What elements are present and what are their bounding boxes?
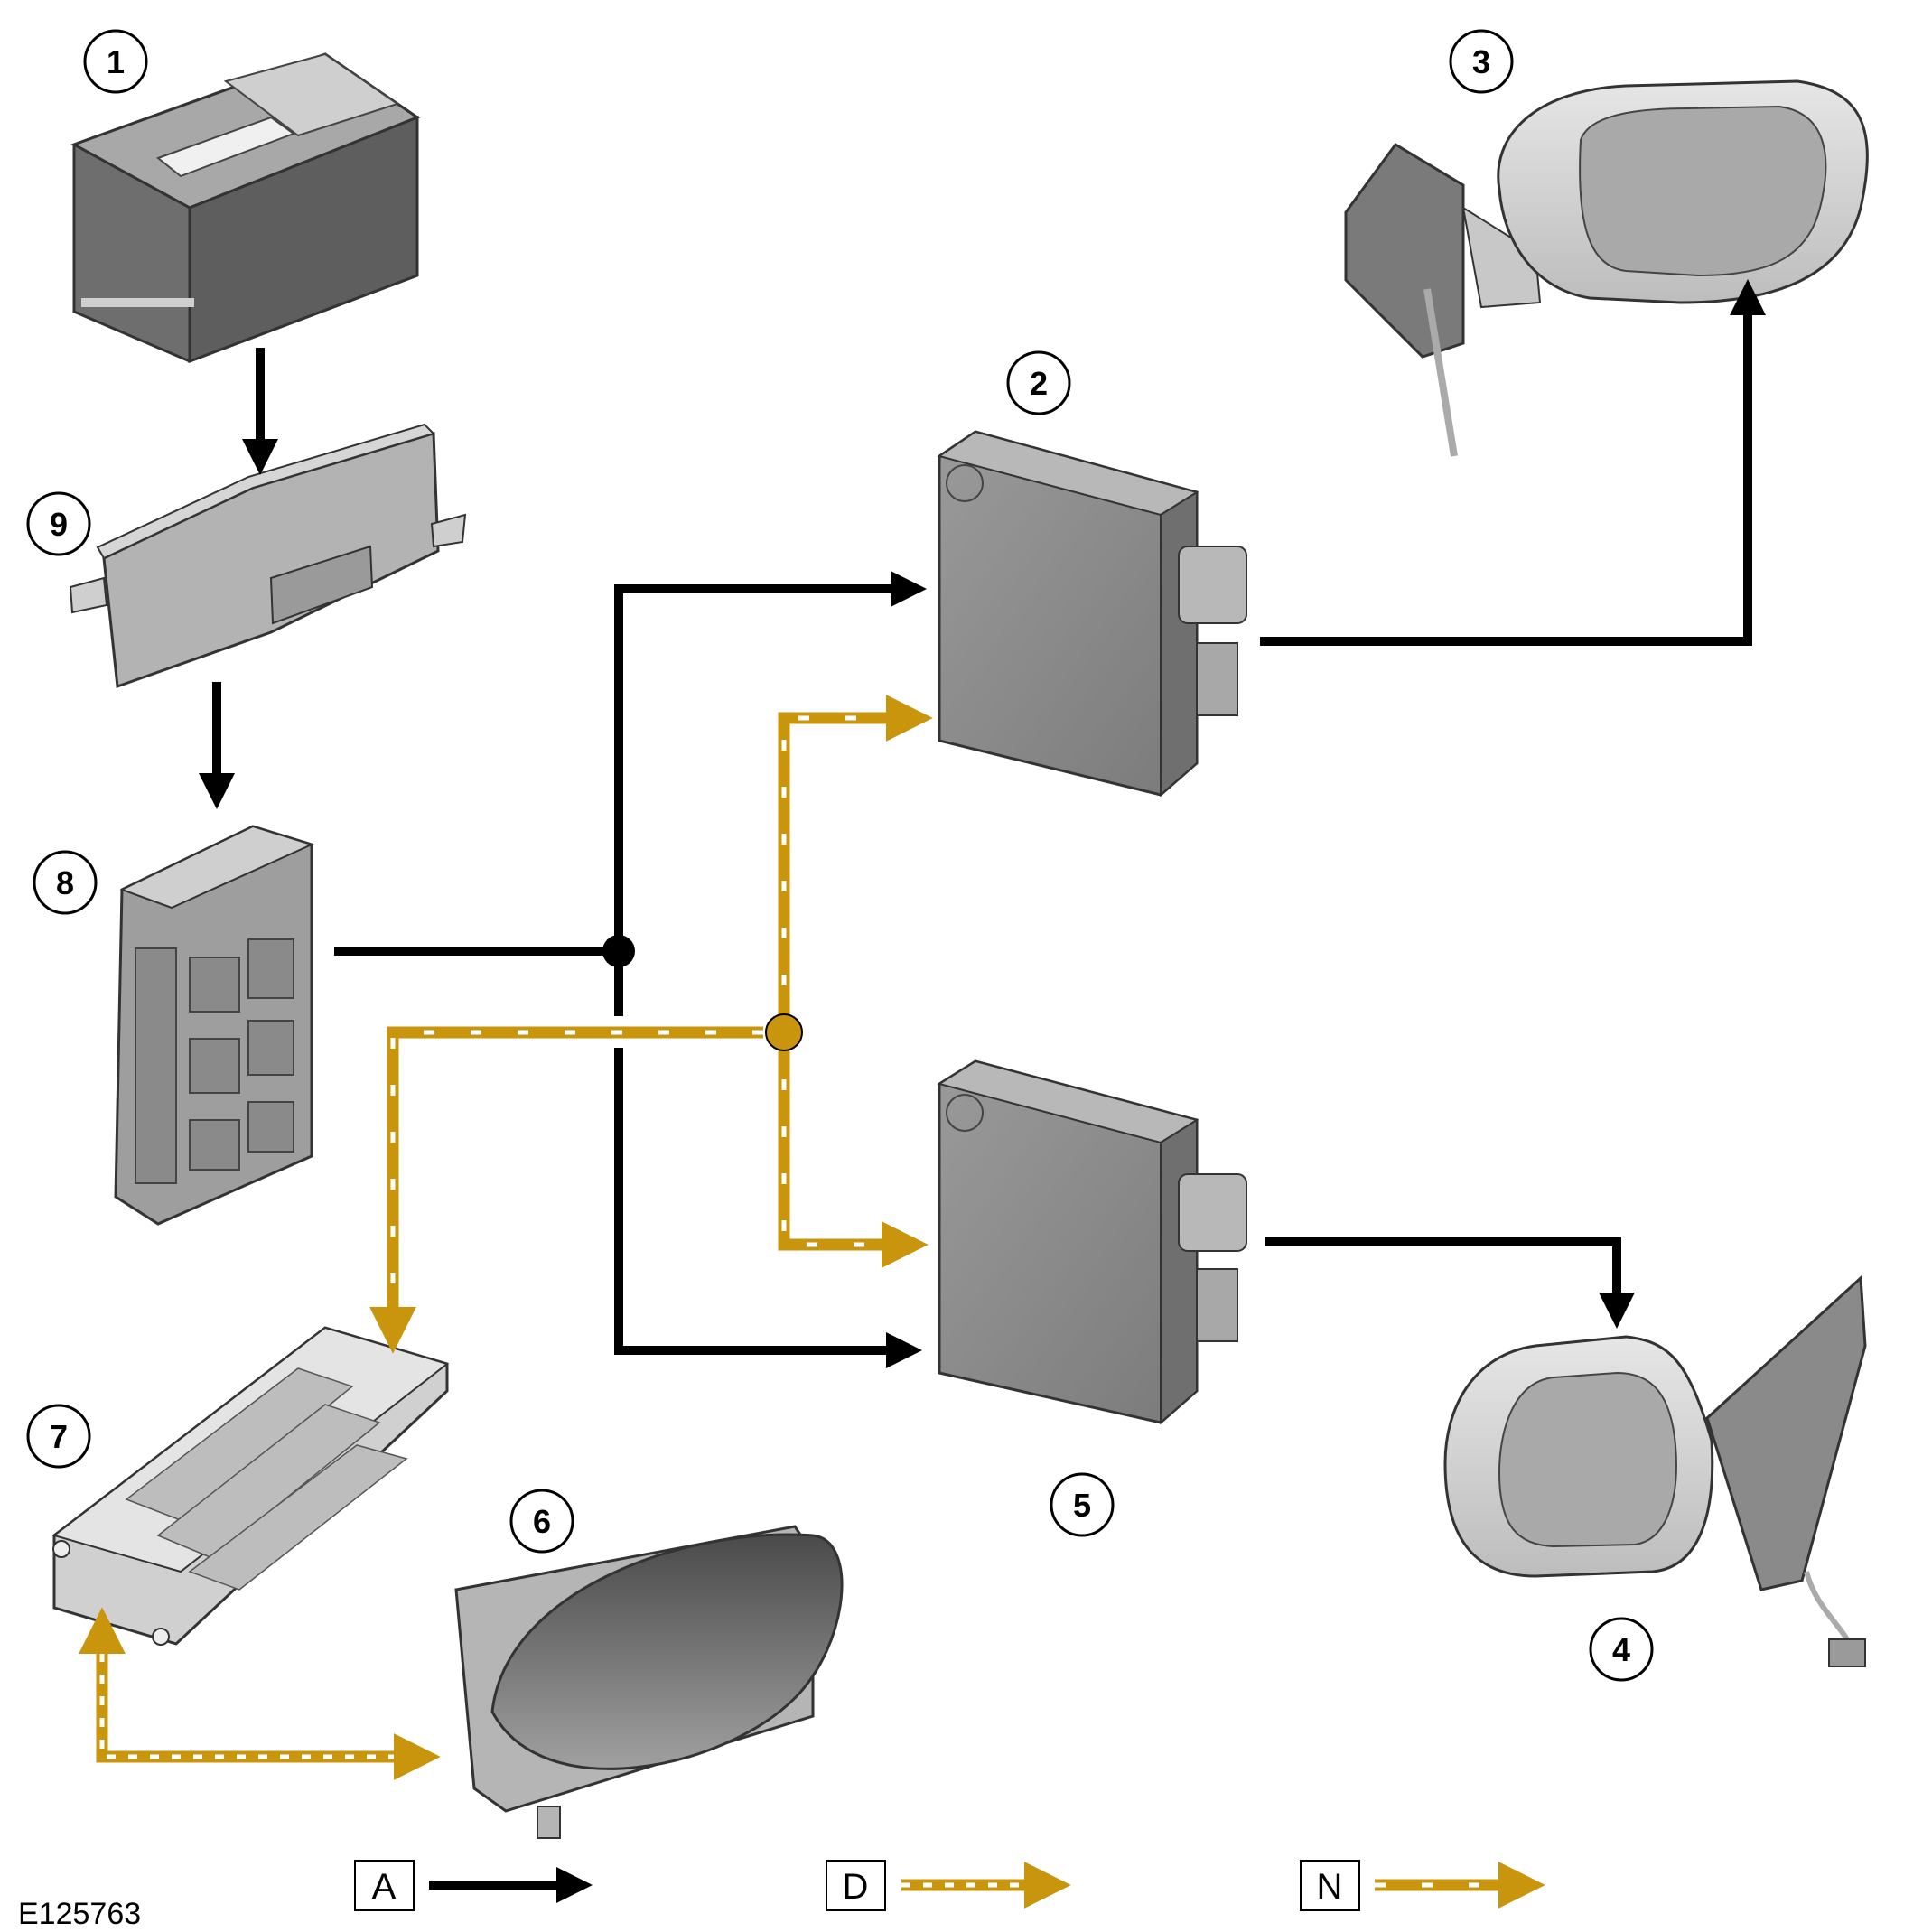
wiring-lines (79, 279, 1766, 1780)
wire-module-5-to-mirror-4 (1265, 1237, 1635, 1329)
figure-code: E125763 (18, 1897, 141, 1931)
battery-icon (70, 52, 421, 364)
svg-text:9: 9 (50, 506, 68, 543)
junction-black (602, 935, 635, 967)
legend-item-n: N (1300, 1860, 1545, 1911)
svg-text:N: N (1317, 1867, 1343, 1907)
callout-3: 3 (1449, 29, 1514, 94)
svg-text:2: 2 (1030, 365, 1048, 402)
callouts: 1 2 3 4 5 6 7 8 9 (26, 29, 1654, 1682)
mirror-control-module-icon (937, 430, 1247, 798)
callout-2: 2 (1006, 350, 1071, 415)
callout-5: 5 (1050, 1472, 1115, 1537)
legend-item-d: D (826, 1860, 1071, 1911)
svg-text:7: 7 (50, 1418, 68, 1455)
wire-module-2-to-mirror-3 (1260, 279, 1766, 646)
svg-text:D: D (843, 1867, 869, 1907)
callout-8: 8 (33, 850, 98, 915)
svg-text:5: 5 (1073, 1487, 1091, 1524)
wire-network-d (79, 1607, 441, 1780)
instrument-cluster-icon (454, 1525, 844, 1839)
callout-9: 9 (26, 491, 91, 556)
right-door-mirror-icon (1344, 79, 1869, 457)
battery-junction-box-icon (69, 423, 467, 689)
fuse-box-icon (114, 825, 314, 1226)
legend-item-a: A (354, 1860, 593, 1911)
callout-4: 4 (1589, 1617, 1654, 1682)
callout-1: 1 (83, 29, 148, 94)
svg-text:6: 6 (533, 1503, 551, 1540)
callout-6: 6 (509, 1489, 574, 1554)
left-door-mirror-icon (1443, 1274, 1867, 1667)
mirror-control-module-icon (937, 1059, 1247, 1425)
junction-gold (765, 1013, 803, 1051)
wire-to-module-2 (614, 571, 927, 951)
svg-text:4: 4 (1612, 1631, 1630, 1668)
wire-network-n (369, 695, 933, 1354)
svg-text:3: 3 (1472, 43, 1490, 80)
wire-to-module-5b (614, 1048, 922, 1368)
svg-text:1: 1 (107, 43, 125, 80)
central-junction-box-icon (51, 1326, 450, 1646)
svg-text:A: A (372, 1867, 397, 1907)
svg-text:8: 8 (56, 864, 74, 901)
legend: A D N (354, 1860, 1545, 1911)
callout-7: 7 (26, 1404, 91, 1469)
